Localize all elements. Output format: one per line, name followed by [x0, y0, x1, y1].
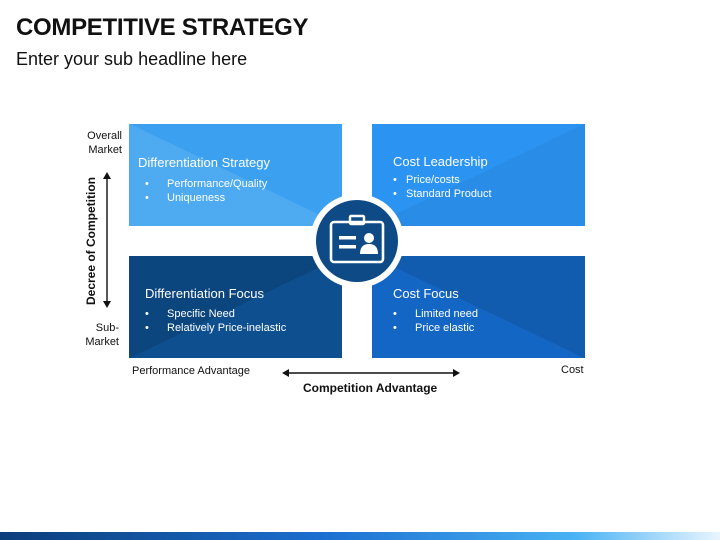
horizontal-double-arrow [282, 369, 460, 377]
bottom-accent-bar [0, 532, 720, 540]
quadrant-shade [372, 256, 585, 358]
quadrant-list: •Price/costs •Standard Product [393, 173, 492, 201]
quadrant-list: •Limited need •Price elastic [393, 307, 478, 335]
quadrant-differentiation-strategy: Differentiation Strategy •Performance/Qu… [129, 124, 342, 226]
quadrant-title: Differentiation Focus [145, 286, 264, 301]
quadrant-cost-focus: Cost Focus •Limited need •Price elastic [372, 256, 585, 358]
sub-market-label: Sub- Market [85, 322, 119, 348]
quadrant-shade [372, 124, 585, 226]
list-item: •Price/costs [393, 174, 460, 186]
quadrant-cost-leadership: Cost Leadership •Price/costs •Standard P… [372, 124, 585, 226]
performance-advantage-label: Performance Advantage [132, 365, 251, 377]
list-item: •Uniqueness [145, 192, 226, 204]
overall-market-label: Overall Market [87, 130, 122, 156]
quadrant-list: •Performance/Quality •Uniqueness [145, 177, 267, 205]
vertical-double-arrow [103, 172, 111, 308]
list-item: •Specific Need [145, 308, 235, 320]
quadrant-title: Cost Leadership [393, 154, 488, 169]
quadrant-title: Differentiation Strategy [138, 155, 270, 170]
quadrant-shade [129, 256, 342, 358]
horizontal-axis-label: Competition Advantage [303, 381, 438, 395]
center-disc [316, 200, 398, 282]
list-item: •Standard Product [393, 188, 492, 200]
page-title: COMPETITIVE STRATEGY [16, 14, 309, 41]
quadrant-title: Cost Focus [393, 286, 459, 301]
quadrant-list: •Specific Need •Relatively Price-inelast… [145, 307, 286, 335]
list-item: •Price elastic [393, 322, 475, 334]
id-badge-icon [329, 214, 385, 264]
page-subtitle: Enter your sub headline here [16, 49, 248, 69]
quadrant-shade [129, 124, 342, 226]
cost-label: Cost [561, 364, 584, 376]
vertical-axis-label: Decree of Competition [84, 176, 98, 306]
list-item: •Limited need [393, 308, 478, 320]
quadrant-differentiation-focus: Differentiation Focus •Specific Need •Re… [129, 256, 342, 358]
list-item: •Performance/Quality [145, 178, 268, 190]
list-item: •Relatively Price-inelastic [145, 322, 287, 334]
